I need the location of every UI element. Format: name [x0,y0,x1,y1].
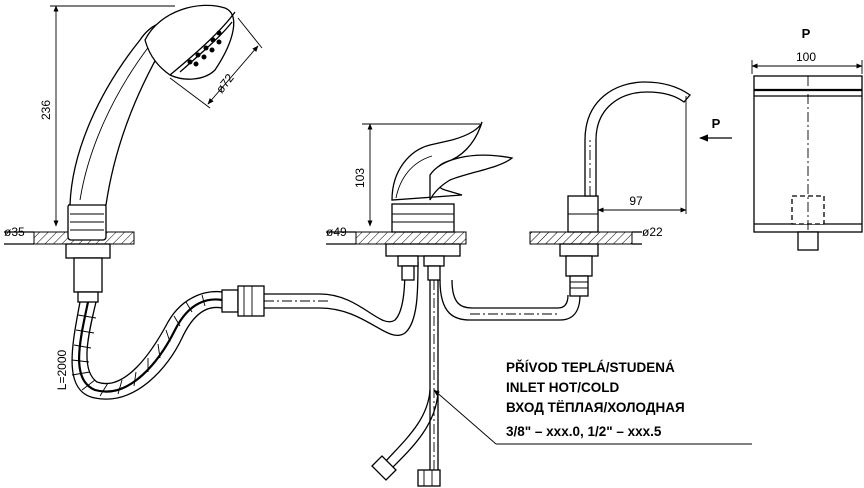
view-arrow-label: P [712,116,721,131]
note-line-1: PŘÍVOD TEPLÁ/STUDENÁ [506,360,675,375]
dim-hose-length: L=2000 [55,349,69,390]
spout: 97 ø22 P [529,81,732,297]
dim-103: 103 [353,168,367,188]
dim-100: 100 [796,50,816,64]
note-line-3: ВХОД ТЁПЛАЯ/ХОЛОДНАЯ [506,400,685,415]
side-view-label: P [802,26,811,41]
dim-dia-49: ø49 [326,225,347,239]
dim-dia-22: ø22 [642,225,663,239]
dim-97: 97 [629,194,643,208]
mixer-body: 103 ø49 [326,121,514,487]
shower-nozzles [187,30,222,67]
dim-dia-35: ø35 [4,225,25,239]
hose-coil [71,294,206,397]
inlet-note: PŘÍVOD TEPLÁ/STUDENÁ INLET HOT/COLD ВХОД… [433,360,752,445]
hand-shower: 236 ø72 ø35 [4,4,263,303]
dim-236: 236 [39,100,53,120]
note-line-2: INLET HOT/COLD [506,380,619,395]
flexible-hose: L=2000 [55,261,419,400]
note-line-4: 3/8" – xxx.0, 1/2" – xxx.5 [506,424,662,439]
side-view-p: P 100 [751,26,863,251]
connecting-pipe [439,279,581,321]
